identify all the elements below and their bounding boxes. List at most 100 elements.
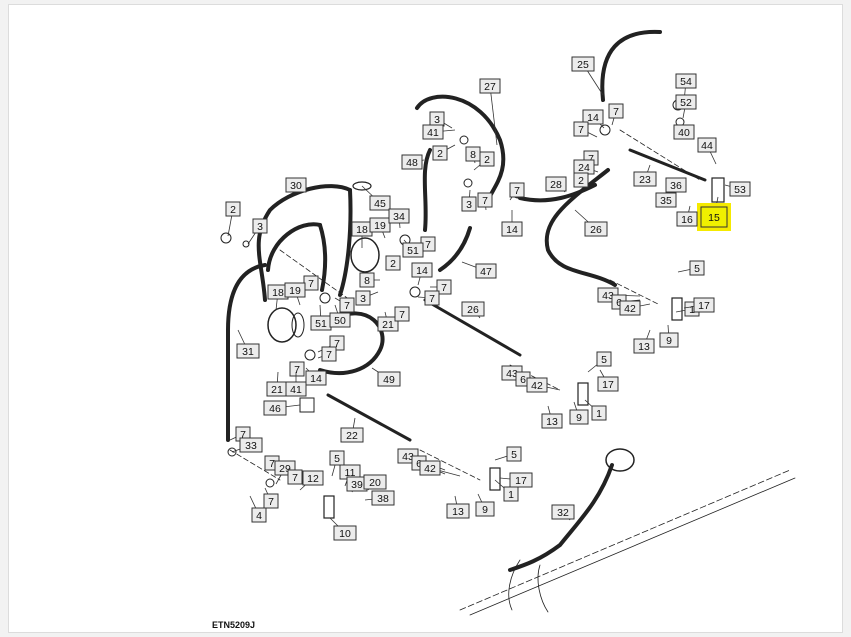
callout-14[interactable]: 14	[582, 109, 605, 129]
callout-7[interactable]: 7	[417, 290, 440, 306]
callout-35[interactable]: 35	[655, 189, 677, 208]
callout-7[interactable]: 7	[608, 103, 624, 126]
callout-25[interactable]: 25	[571, 56, 604, 96]
callout-4[interactable]: 4	[249, 495, 267, 523]
callout-34[interactable]: 34	[388, 208, 410, 229]
callout-17[interactable]: 17	[597, 369, 619, 392]
callout-16[interactable]: 16	[676, 205, 698, 227]
callout-box	[446, 503, 470, 519]
callout-box	[477, 192, 493, 208]
callout-42[interactable]: 42	[419, 460, 461, 477]
callout-number: 53	[734, 184, 746, 196]
callout-number: 13	[546, 416, 558, 428]
callout-42[interactable]: 42	[619, 300, 651, 316]
callout-15-highlighted[interactable]: 15	[697, 196, 731, 231]
callout-48[interactable]: 48	[401, 154, 425, 170]
callout-7[interactable]: 7	[303, 275, 319, 291]
callout-27[interactable]: 27	[479, 78, 501, 146]
callout-47[interactable]: 47	[461, 261, 497, 279]
callout-12[interactable]: 12	[299, 470, 324, 491]
callout-9[interactable]: 9	[569, 401, 589, 425]
callout-51[interactable]: 51	[402, 239, 424, 258]
callout-number: 13	[452, 506, 464, 518]
callout-17[interactable]: 17	[683, 297, 715, 313]
callout-26[interactable]: 26	[574, 209, 608, 237]
callout-39[interactable]: 39	[346, 476, 368, 493]
callout-42[interactable]: 42	[526, 377, 561, 393]
callout-41[interactable]: 41	[422, 124, 456, 140]
callout-10[interactable]: 10	[329, 517, 357, 541]
callout-32[interactable]: 32	[551, 504, 575, 521]
callout-28[interactable]: 28	[545, 176, 567, 193]
callout-49[interactable]: 49	[371, 367, 401, 387]
callout-31[interactable]: 31	[236, 329, 260, 359]
callout-1[interactable]: 1	[584, 399, 607, 421]
callout-24[interactable]: 24	[573, 159, 599, 175]
callout-38[interactable]: 38	[364, 490, 395, 506]
callout-7[interactable]: 7	[509, 182, 525, 201]
callout-7[interactable]: 7	[287, 469, 303, 485]
callout-13[interactable]: 13	[446, 495, 470, 519]
callout-box	[675, 94, 697, 110]
callout-8[interactable]: 8	[359, 272, 380, 288]
callout-53[interactable]: 53	[724, 181, 751, 197]
callout-14[interactable]: 14	[305, 367, 327, 386]
callout-7[interactable]: 7	[317, 346, 337, 362]
callout-14[interactable]: 14	[501, 210, 523, 237]
callout-2[interactable]: 2	[225, 201, 241, 237]
callout-33[interactable]: 33	[231, 437, 263, 453]
callout-36[interactable]: 36	[665, 177, 687, 193]
callout-14[interactable]: 14	[411, 262, 433, 286]
callout-23[interactable]: 23	[633, 164, 657, 187]
callout-7[interactable]: 7	[334, 297, 355, 313]
callout-17[interactable]: 17	[499, 472, 533, 488]
callout-5[interactable]: 5	[677, 260, 705, 276]
callout-3[interactable]: 3	[247, 218, 268, 245]
callout-7[interactable]: 7	[289, 361, 305, 377]
callout-8[interactable]: 8	[465, 146, 481, 164]
callout-7[interactable]: 7	[477, 192, 493, 211]
callout-box	[673, 124, 695, 140]
callout-box	[551, 504, 575, 520]
callout-50[interactable]: 50	[329, 304, 351, 328]
callout-26[interactable]: 26	[461, 301, 485, 319]
callout-30[interactable]: 30	[285, 177, 307, 193]
callout-13[interactable]: 13	[541, 405, 563, 429]
callout-number: 10	[339, 528, 351, 540]
callout-18[interactable]: 18	[351, 221, 373, 248]
callout-2[interactable]: 2	[432, 144, 456, 161]
callout-45[interactable]: 45	[361, 185, 391, 211]
callout-7[interactable]: 7	[394, 306, 410, 322]
callout-number: 44	[701, 140, 713, 152]
callout-5[interactable]: 5	[329, 450, 345, 477]
callout-21[interactable]: 21	[377, 311, 399, 332]
callout-7[interactable]: 7	[573, 121, 598, 138]
callout-box	[619, 300, 641, 316]
callout-5[interactable]: 5	[587, 351, 612, 373]
callout-7[interactable]: 7	[263, 487, 279, 509]
callout-1[interactable]: 1	[494, 479, 519, 502]
callout-52[interactable]: 52	[675, 94, 697, 119]
callout-21[interactable]: 21	[266, 371, 288, 397]
callout-46[interactable]: 46	[263, 400, 301, 416]
callout-41[interactable]: 41	[285, 372, 307, 397]
callout-5[interactable]: 5	[494, 446, 522, 462]
callout-3[interactable]: 3	[461, 189, 477, 212]
callout-2[interactable]: 2	[473, 151, 495, 171]
callout-19[interactable]: 19	[369, 217, 391, 239]
callout-19[interactable]: 19	[284, 282, 306, 306]
callout-22[interactable]: 22	[340, 417, 364, 443]
callout-2[interactable]: 2	[573, 172, 589, 188]
callout-7[interactable]: 7	[430, 279, 452, 295]
callout-13[interactable]: 13	[633, 329, 655, 354]
callout-number: 21	[382, 319, 394, 331]
callout-9[interactable]: 9	[475, 493, 495, 517]
callout-number: 1	[596, 408, 602, 420]
callout-9[interactable]: 9	[659, 324, 679, 348]
callout-51[interactable]: 51	[310, 304, 332, 331]
callout-44[interactable]: 44	[697, 137, 717, 165]
callout-3[interactable]: 3	[355, 290, 379, 306]
callout-20[interactable]: 20	[363, 474, 387, 491]
callout-2[interactable]: 2	[385, 255, 401, 271]
callout-40[interactable]: 40	[673, 124, 695, 140]
